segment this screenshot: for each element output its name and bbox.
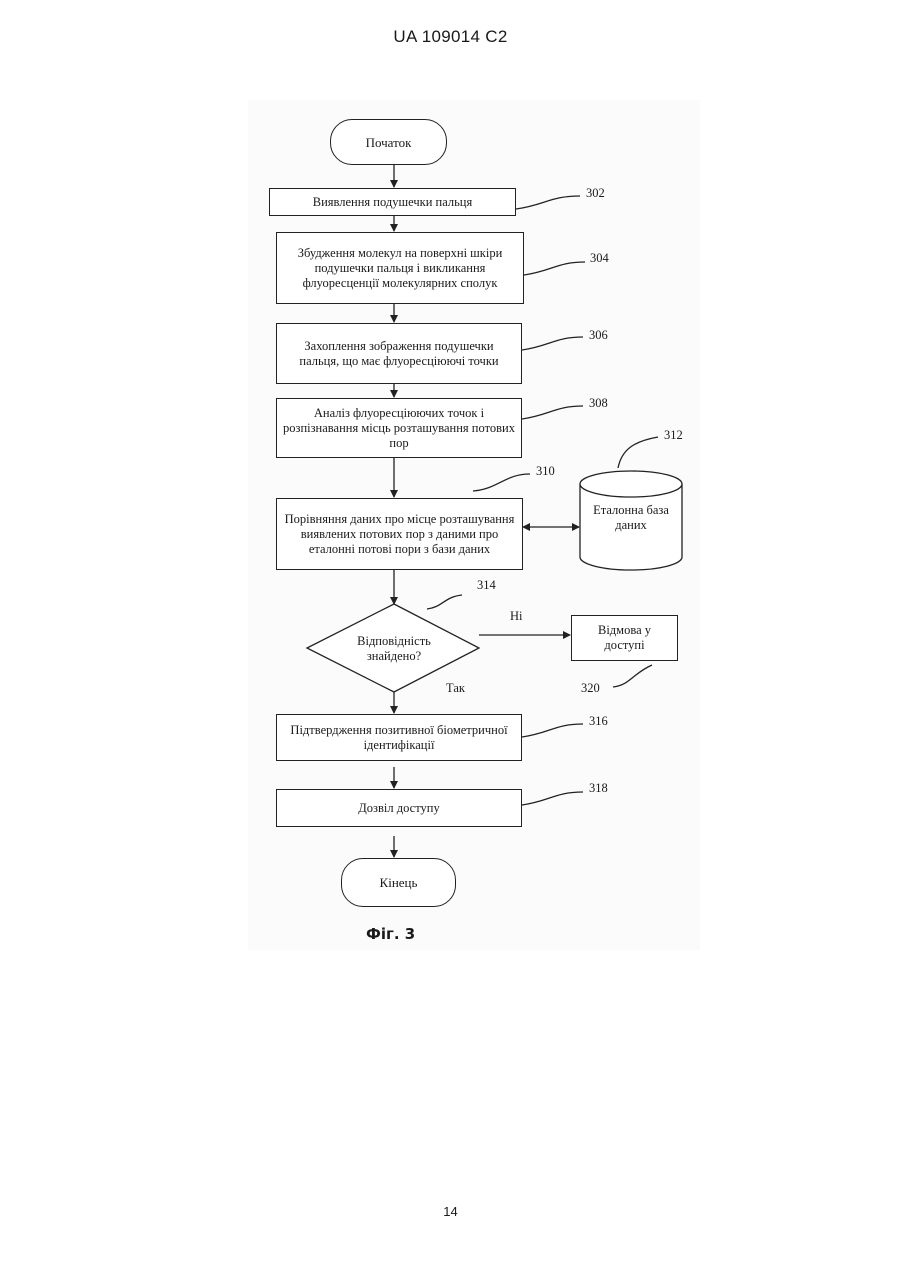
step-310-box: Порівняння даних про місце розташування …	[276, 498, 523, 570]
step-316-box: Підтвердження позитивної біометричної ід…	[276, 714, 522, 761]
database-label: Еталонна база даних	[588, 503, 674, 533]
ref-318: 318	[589, 781, 608, 796]
ref-312: 312	[664, 428, 683, 443]
ref-304: 304	[590, 251, 609, 266]
ref-316: 316	[589, 714, 608, 729]
step-304-box: Збудження молекул на поверхні шкіри поду…	[276, 232, 524, 304]
page-number: 14	[0, 1204, 901, 1219]
decision-yes-label: Так	[446, 681, 465, 696]
step-308-box: Аналіз флуоресціюючих точок і розпізнава…	[276, 398, 522, 458]
ref-308: 308	[589, 396, 608, 411]
ref-310: 310	[536, 464, 555, 479]
ref-302: 302	[586, 186, 605, 201]
access-denied-box: Відмова у доступі	[571, 615, 678, 661]
ref-320: 320	[581, 681, 600, 696]
step-306-box: Захоплення зображення подушечки пальця, …	[276, 323, 522, 384]
ref-314: 314	[477, 578, 496, 593]
decision-label: Відповідність знайдено?	[330, 634, 458, 664]
ref-306: 306	[589, 328, 608, 343]
end-terminal: Кінець	[341, 858, 456, 907]
decision-no-label: Ні	[510, 609, 523, 624]
figure-caption: Фіг. 3	[366, 925, 415, 943]
step-318-box: Дозвіл доступу	[276, 789, 522, 827]
start-terminal: Початок	[330, 119, 447, 165]
step-302-box: Виявлення подушечки пальця	[269, 188, 516, 216]
